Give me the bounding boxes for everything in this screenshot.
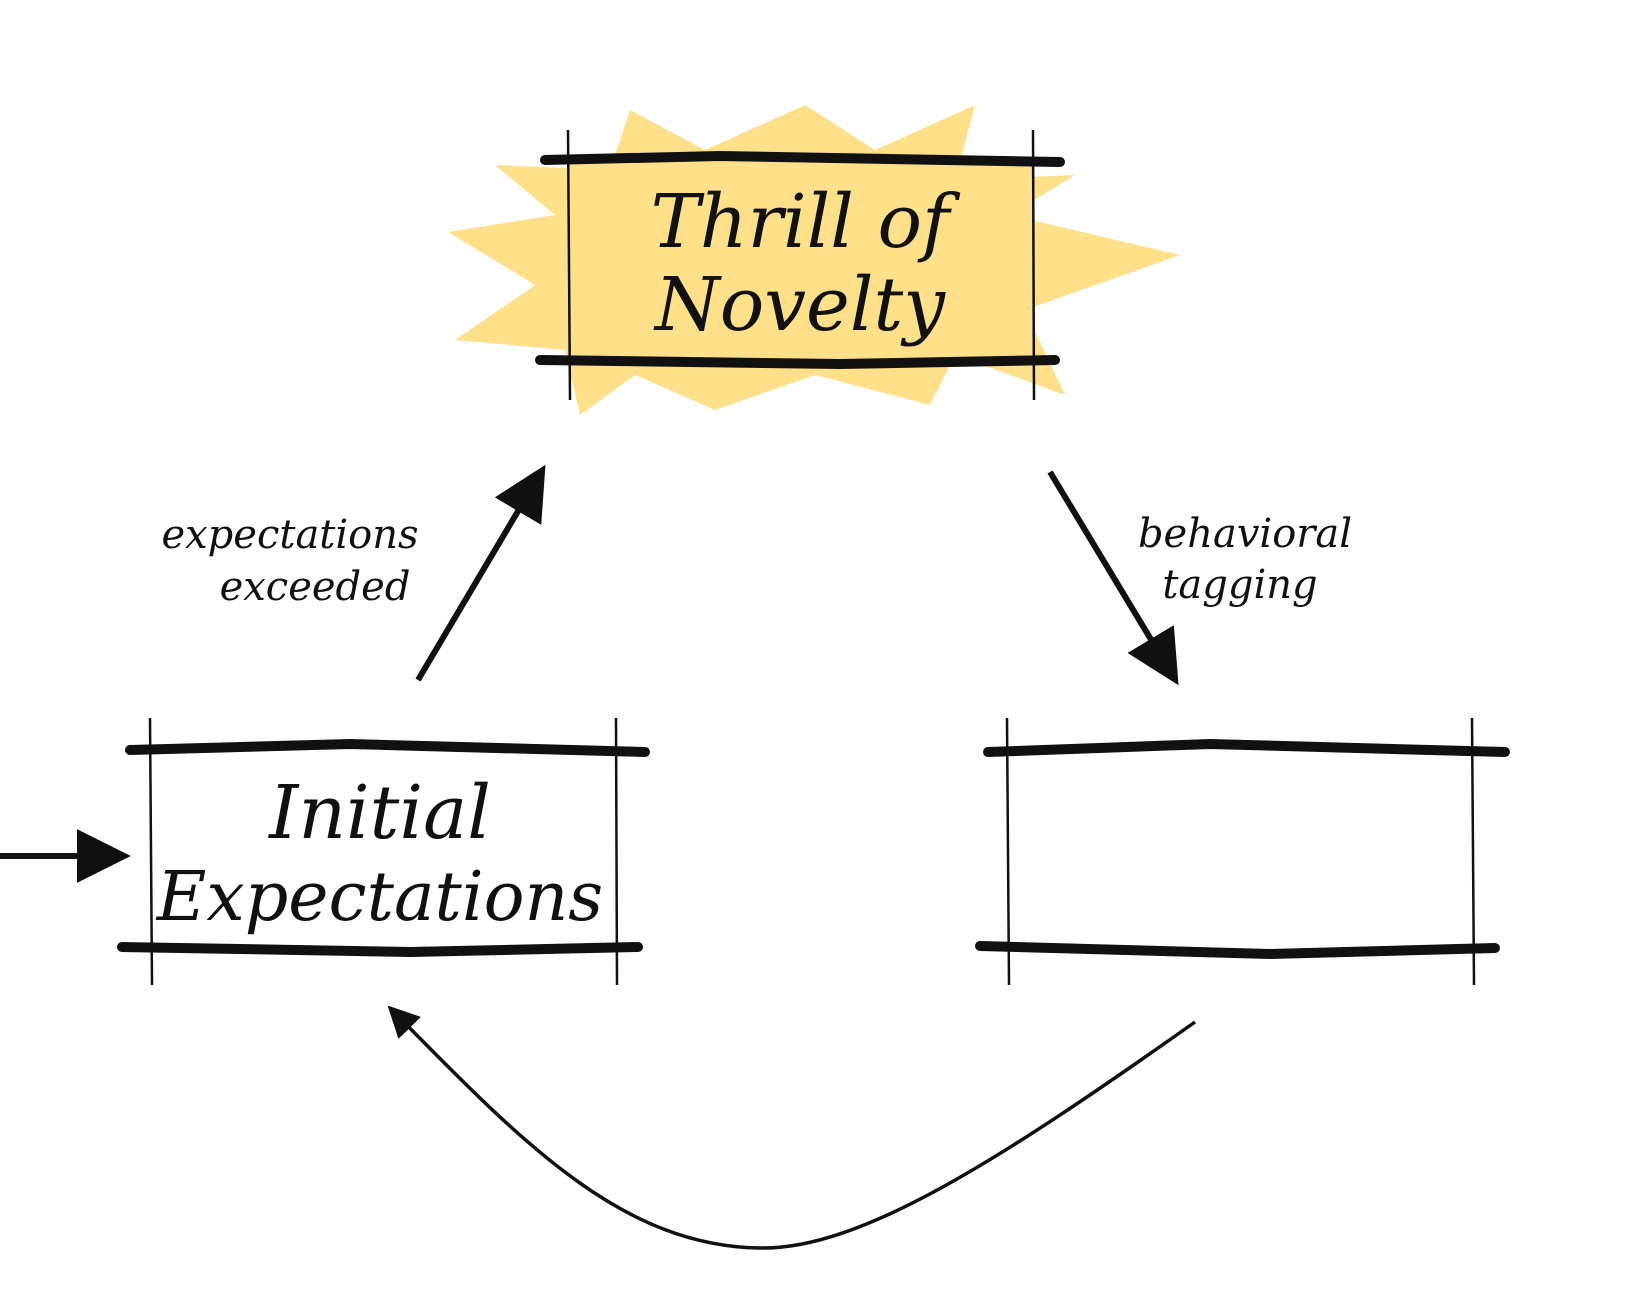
initial-box-right-edge [614,717,619,986]
initial-expectations-node: Initial Expectations [117,717,650,986]
initial-box-bottom-edge [117,942,643,958]
initial-box-top-edge [125,738,650,757]
empty-box-bottom-edge [975,941,1500,960]
expectations-exceeded-label-line2: exceeded [220,564,411,610]
thrill-label-line2: Novelty [653,262,946,348]
thrill-of-novelty-node: Thrill of Novelty [535,129,1065,401]
feedback-curve-arrow [387,1005,1197,1250]
behavioral-tagging-label-line1: behavioral [1138,511,1352,557]
thrill-box-top-edge [540,150,1065,167]
empty-box-top-edge [983,738,1510,757]
empty-box-left-edge [1005,717,1011,986]
behavioral-tagging-arrow [1047,470,1179,686]
expectations-exceeded-arrow [415,464,546,682]
thrill-box-right-edge [1031,129,1036,401]
initial-label-line2: Expectations [155,858,603,937]
thrill-box-bottom-edge [535,355,1060,370]
expectations-exceeded-label-line1: expectations [161,512,418,558]
initial-label-line1: Initial [267,770,491,856]
thrill-box-left-edge [566,129,572,401]
thrill-box-fill [568,160,1033,362]
thrill-label-line1: Thrill of [651,179,961,265]
initial-box-left-edge [148,717,154,986]
empty-node [975,717,1510,986]
behavioral-tagging-label-line2: tagging [1162,562,1317,608]
empty-box-right-edge [1470,717,1476,986]
